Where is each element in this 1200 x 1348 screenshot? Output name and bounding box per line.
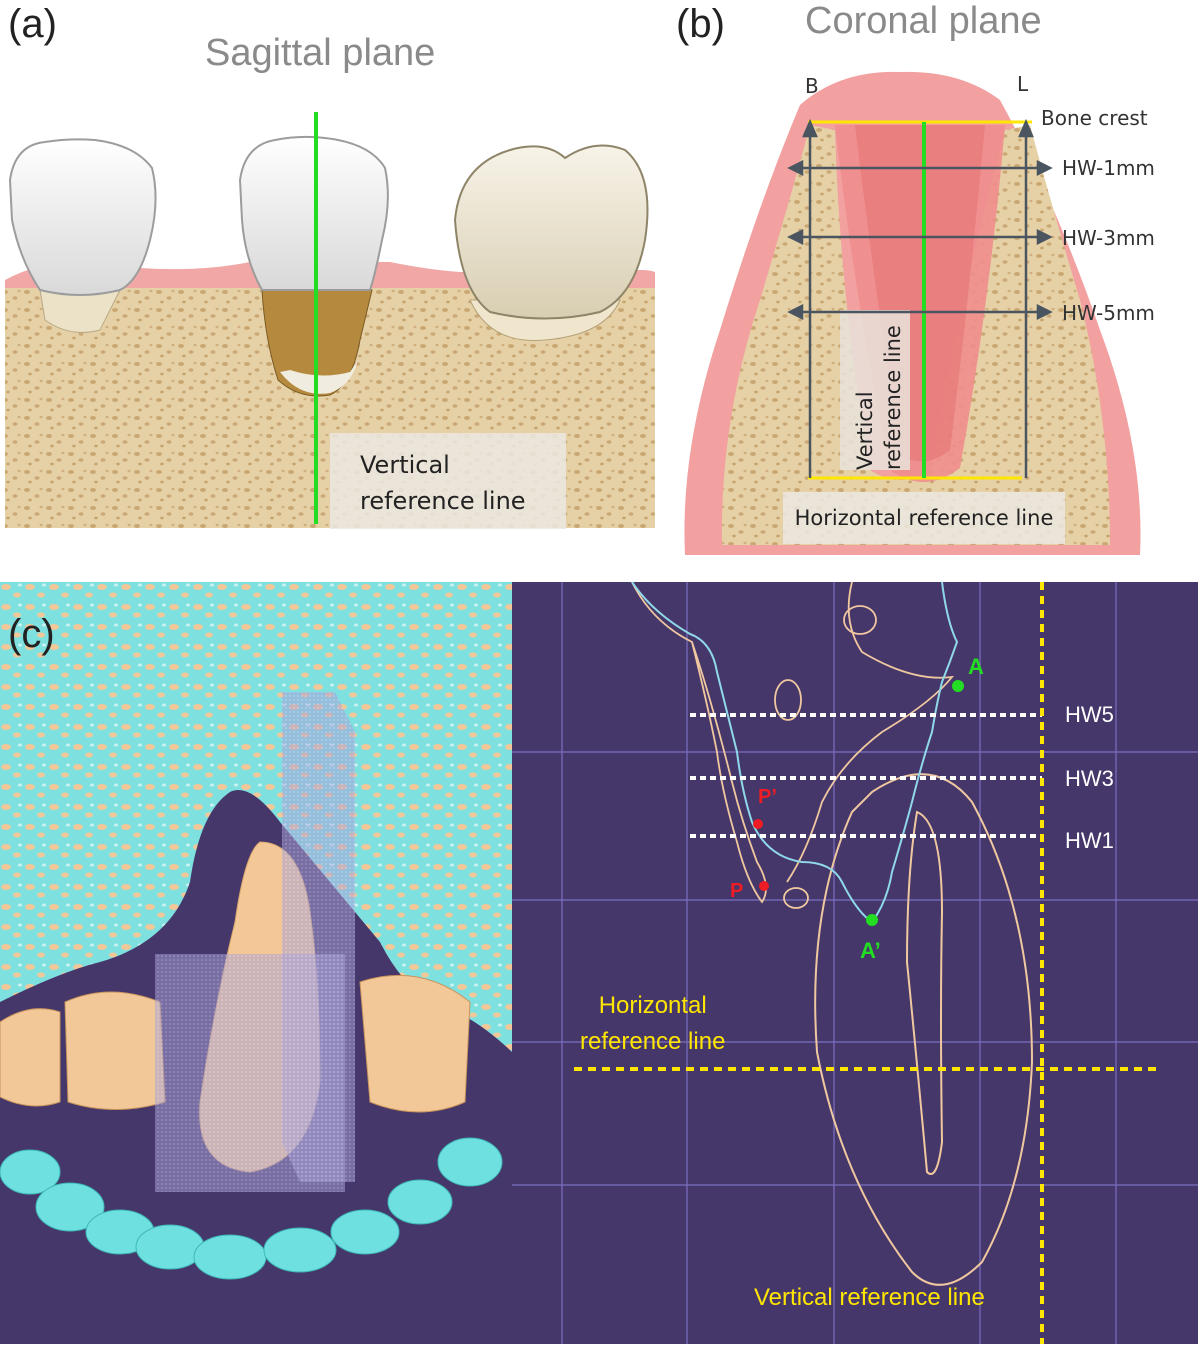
horizontal-label-c-2: reference line xyxy=(580,1028,726,1055)
hw3-label-c: HW3 xyxy=(1065,766,1114,791)
point-p-prime-label: P’ xyxy=(758,786,777,808)
point-a-label: A xyxy=(968,654,984,679)
3d-model-render xyxy=(0,582,512,1280)
vertical-line-label: Vertical reference line xyxy=(330,433,566,529)
panel-c-3d: (c) xyxy=(0,582,512,1344)
soft-tissue-outline xyxy=(631,582,959,924)
horizontal-line-label-b: Horizontal reference line xyxy=(783,492,1065,544)
panel-a-letter: (a) xyxy=(8,2,57,46)
hw1-label-c: HW1 xyxy=(1065,828,1114,853)
panel-a-title: Sagittal plane xyxy=(205,32,436,74)
hw3-label: HW-3mm xyxy=(1062,226,1155,250)
panel-b-title: Coronal plane xyxy=(805,0,1042,42)
molar xyxy=(453,144,649,341)
cbct-section xyxy=(512,582,1198,1344)
height-arrows xyxy=(802,118,1034,478)
coronal-illustration: Vertical reference line xyxy=(684,71,1141,555)
vertical-label-c: Vertical reference line xyxy=(754,1284,985,1311)
bone-crest-label: Bone crest xyxy=(1041,106,1148,130)
vertical-line-label-2: reference line xyxy=(360,487,526,515)
lingual-label: L xyxy=(1017,72,1029,96)
panel-c-letter: (c) xyxy=(8,612,55,656)
panel-b-letter: (b) xyxy=(676,2,725,46)
width-arrows xyxy=(787,159,1053,321)
vertical-line-label-1: Vertical xyxy=(360,451,450,479)
buccal-label: B xyxy=(805,74,819,98)
panel-c-cbct: A A’ P’ P HW5 HW3 HW1 Horizontal referen… xyxy=(512,582,1198,1344)
point-p-label: P xyxy=(730,880,744,902)
hw5-label: HW-5mm xyxy=(1062,301,1155,325)
hw1-label: HW-1mm xyxy=(1062,156,1155,180)
left-incisor xyxy=(8,138,157,333)
panel-b: Vertical reference line (b) Coronal plan… xyxy=(660,0,1200,560)
point-a-prime-label: A’ xyxy=(860,938,881,963)
tooth-outline xyxy=(814,773,1034,1286)
horizontal-label-c: Horizontal reference line xyxy=(580,988,725,1060)
vertical-label-b-2: reference line xyxy=(881,325,905,470)
point-a-prime-marker xyxy=(866,914,878,926)
point-p-prime-marker xyxy=(753,819,763,829)
point-p-marker xyxy=(759,881,769,891)
horizontal-label-c-1: Horizontal xyxy=(598,992,707,1019)
bone-ridge xyxy=(721,125,1110,545)
point-a-marker xyxy=(952,680,964,692)
hw5-label-c: HW5 xyxy=(1065,702,1114,727)
grid-lines xyxy=(512,582,1198,1344)
panel-a: (a) Sagittal plane Vertical reference li… xyxy=(0,0,660,540)
hw-lines xyxy=(690,713,1042,838)
vertical-label-b-1: Vertical xyxy=(853,391,877,470)
